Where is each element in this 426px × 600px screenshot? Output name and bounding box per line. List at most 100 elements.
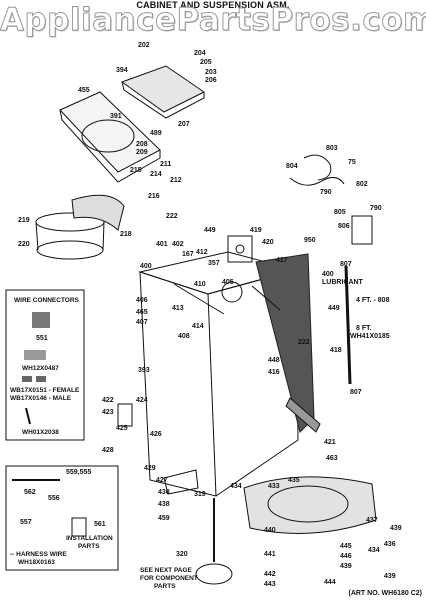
part-214: 214 — [150, 171, 162, 178]
leg-bar — [285, 397, 321, 433]
part-446: 446 — [340, 553, 352, 560]
part-428: 428 — [102, 447, 114, 454]
switch-plate — [227, 235, 253, 263]
part-439-b: 439 — [340, 563, 352, 570]
part-222-upper: 222 — [166, 213, 178, 220]
part-440: 440 — [264, 527, 276, 534]
tub-ring-side-right — [102, 221, 105, 251]
part-420: 420 — [262, 239, 274, 246]
part-430: 430 — [158, 489, 170, 496]
part-218: 218 — [120, 231, 132, 238]
part-421: 421 — [324, 439, 336, 446]
lid-edge — [121, 81, 205, 119]
wire-connectors-frame — [5, 289, 85, 441]
hose-8ft-label: 8 FT. — [356, 325, 372, 332]
part-425: 425 — [116, 425, 128, 432]
part-424: 424 — [136, 397, 148, 404]
diagram-title: CABINET AND SUSPENSION ASM. — [136, 0, 290, 10]
switch-knob — [235, 244, 245, 254]
part-448: 448 — [268, 357, 280, 364]
part-319: 319 — [194, 491, 206, 498]
connector-male-part: WB17X0146 - MALE — [10, 395, 72, 402]
see-next-page-1: SEE NEXT PAGE — [140, 567, 193, 574]
rear-panel — [255, 253, 315, 433]
part-203: 203 — [205, 69, 217, 76]
harness-wire-part: WH18X0163 — [18, 559, 55, 566]
part-212: 212 — [170, 177, 182, 184]
connector-wh12x0487-icon — [24, 350, 46, 360]
part-422: 422 — [102, 397, 114, 404]
base-plate — [243, 476, 377, 534]
lid-shape — [120, 65, 205, 113]
water-valve — [351, 215, 373, 245]
part-417: 417 — [276, 257, 288, 264]
part-438: 438 — [158, 501, 170, 508]
part-443: 443 — [264, 581, 276, 588]
tub-ring-bottom — [36, 240, 104, 260]
part-802: 802 — [356, 181, 368, 188]
part-406: 406 — [136, 297, 148, 304]
install-part-561: 561 — [94, 521, 106, 528]
part-950: 950 — [304, 237, 316, 244]
splash-guard — [71, 194, 125, 231]
part-357: 357 — [208, 260, 220, 267]
part-455: 455 — [78, 87, 90, 94]
hose-assembly — [289, 177, 345, 186]
base-ring — [267, 485, 349, 523]
cabinet-pulley — [221, 281, 243, 303]
part-394: 394 — [116, 67, 128, 74]
part-208: 208 — [136, 141, 148, 148]
part-434: 434 — [230, 483, 242, 490]
connector-551-part: 551 — [36, 335, 48, 342]
part-449-lower: 449 — [328, 305, 340, 312]
harness-wire-label: -- HARNESS WIRE — [10, 551, 67, 558]
fill-hose — [344, 265, 352, 385]
part-449-upper: 449 — [204, 227, 216, 234]
part-412: 412 — [196, 249, 208, 256]
part-413: 413 — [172, 305, 184, 312]
part-75: 75 — [348, 159, 356, 166]
wire-connectors-title: WIRE CONNECTORS — [14, 297, 80, 304]
part-402: 402 — [172, 241, 184, 248]
part-416: 416 — [268, 369, 280, 376]
installation-label-1: INSTALLATION — [66, 535, 113, 542]
part-215: 215 — [130, 167, 142, 174]
part-803: 803 — [326, 145, 338, 152]
top-panel-edge — [59, 109, 161, 183]
part-400: 400 — [140, 263, 152, 270]
connector-female-part: WB17X0151 - FEMALE — [10, 387, 80, 394]
install-part-562: 562 — [24, 489, 36, 496]
part-429: 429 — [144, 465, 156, 472]
part-405: 405 — [222, 279, 234, 286]
part-202: 202 — [138, 42, 150, 49]
wire-connectors-panel: WIRE CONNECTORS 551 WH12X0487 WB17X0151 … — [5, 289, 85, 441]
part-489: 489 — [150, 130, 162, 137]
part-804: 804 — [286, 163, 298, 170]
suspension-rod-2 — [251, 285, 281, 311]
part-419: 419 — [250, 227, 262, 234]
part-439-a: 439 — [390, 525, 402, 532]
art-number: (ART NO. WH6180 C2) — [348, 590, 422, 597]
connector-wh12x0487-part: WH12X0487 — [22, 365, 59, 372]
install-part-559-555: 559,555 — [66, 469, 91, 476]
connector-wh01x2038-icon — [25, 407, 31, 425]
part-206: 206 — [205, 77, 217, 84]
part-805: 805 — [334, 209, 346, 216]
part-459: 459 — [158, 515, 170, 522]
part-806: 806 — [338, 223, 350, 230]
installation-label-2: PARTS — [78, 543, 100, 550]
installation-frame — [5, 465, 119, 571]
part-423: 423 — [102, 409, 114, 416]
watermark-logo: AppliancePartsPros.com — [0, 2, 426, 39]
part-207: 207 — [178, 121, 190, 128]
part-407: 407 — [136, 319, 148, 326]
part-167: 167 — [182, 251, 194, 258]
part-216: 216 — [148, 193, 160, 200]
part-209: 209 — [136, 149, 148, 156]
part-433: 433 — [268, 483, 280, 490]
part-790-a: 790 — [320, 189, 332, 196]
part-437: 437 — [366, 517, 378, 524]
tub-ring-side-left — [35, 221, 39, 251]
part-445: 445 — [340, 543, 352, 550]
installation-panel: 559,555 562 556 557 561 INSTALLATION PAR… — [5, 465, 119, 571]
